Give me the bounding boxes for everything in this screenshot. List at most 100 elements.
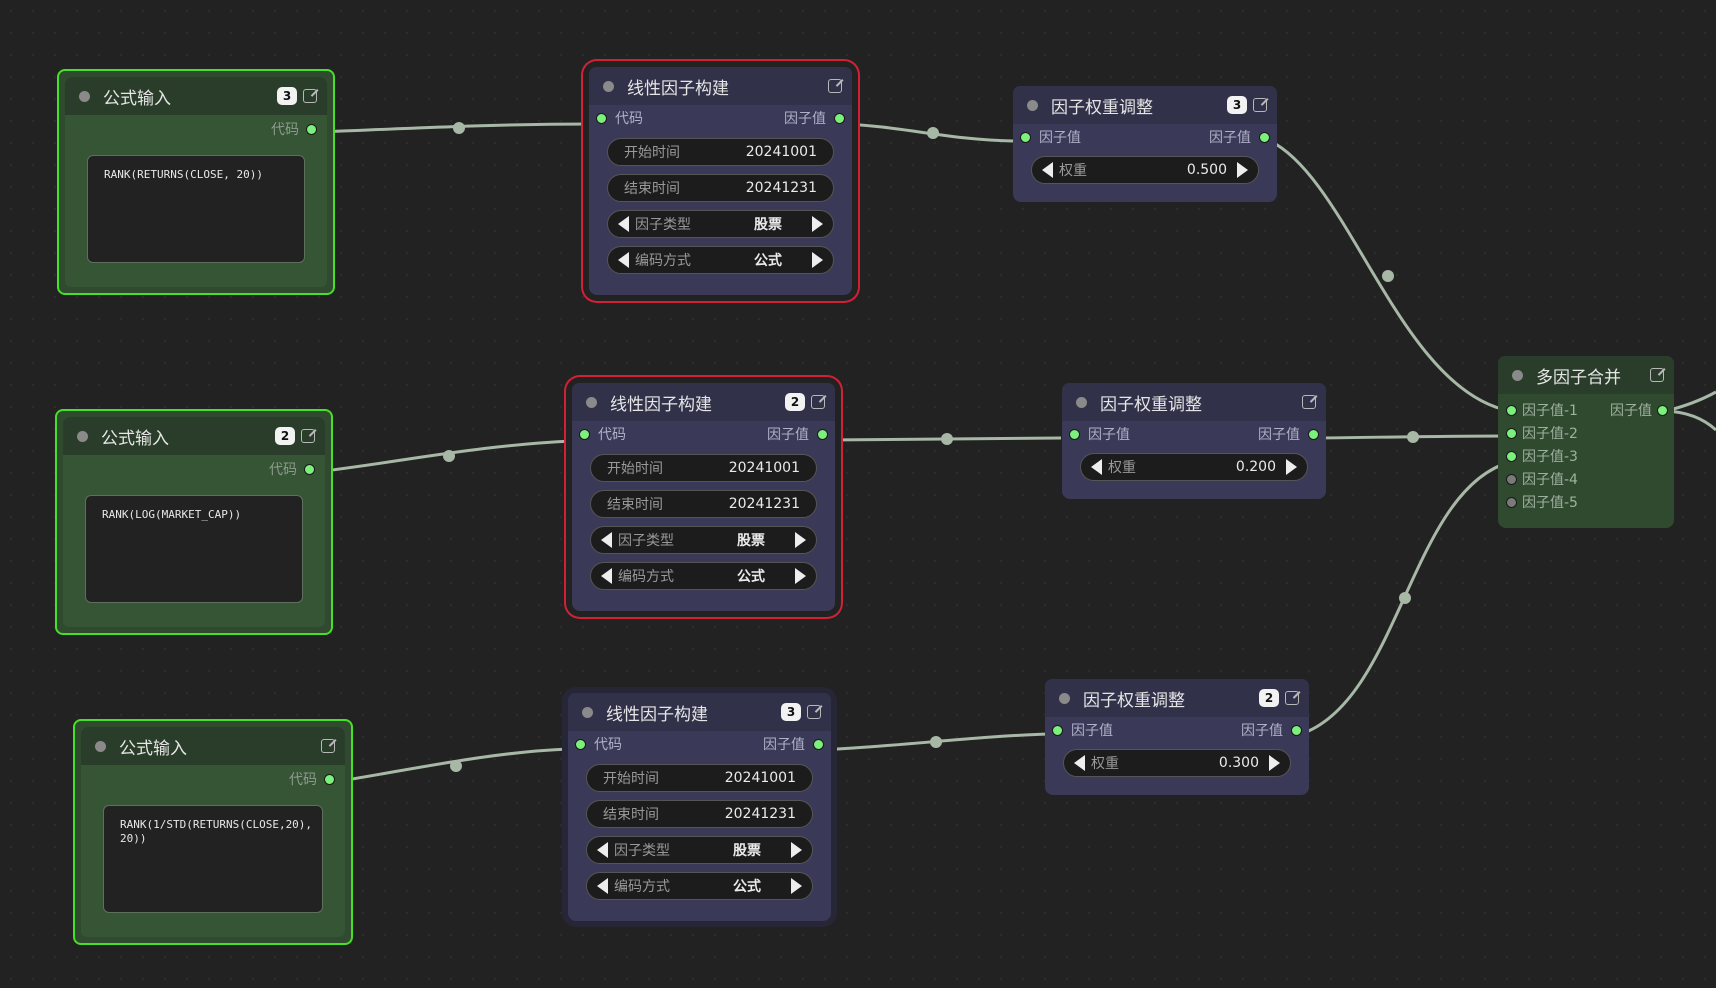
output-socket[interactable] xyxy=(1308,429,1319,440)
end-time-field[interactable]: 结束时间 20241231 xyxy=(590,490,817,518)
next-arrow-icon[interactable] xyxy=(795,568,806,584)
edit-icon[interactable] xyxy=(807,705,821,719)
start-time-field[interactable]: 开始时间 20241001 xyxy=(590,454,817,482)
encoding-combo[interactable]: 编码方式 公式 xyxy=(607,246,834,274)
end-time-field[interactable]: 结束时间 20241231 xyxy=(586,800,813,828)
linear-node-1[interactable]: 线性因子构建 代码 因子值 开始时间 20241001 结束时间 2024123… xyxy=(589,67,852,295)
output-socket[interactable] xyxy=(1259,132,1270,143)
edit-icon[interactable] xyxy=(303,89,317,103)
weight-node-1[interactable]: 因子权重调整 3 因子值 因子值 权重 0.500 xyxy=(1013,86,1277,202)
increment-arrow-icon[interactable] xyxy=(1286,459,1297,475)
collapse-dot-icon[interactable] xyxy=(95,740,106,752)
collapse-dot-icon[interactable] xyxy=(79,90,90,102)
formula-textarea[interactable]: RANK(LOG(MARKET_CAP)) xyxy=(85,495,303,603)
merge-node[interactable]: 多因子合并 因子值-1 因子值 因子值-2 因子值-3 因子值-4 因子值-5 xyxy=(1498,356,1674,528)
node-header[interactable]: 公式输入 xyxy=(81,727,345,765)
decrement-arrow-icon[interactable] xyxy=(1091,459,1102,475)
formula-textarea[interactable]: RANK(RETURNS(CLOSE, 20)) xyxy=(87,155,305,263)
input-socket[interactable] xyxy=(1069,429,1080,440)
start-time-field[interactable]: 开始时间 20241001 xyxy=(586,764,813,792)
weight-slider[interactable]: 权重 0.300 xyxy=(1063,749,1291,777)
input-socket-2[interactable] xyxy=(1506,427,1517,439)
prev-arrow-icon[interactable] xyxy=(597,878,608,894)
end-time-field[interactable]: 结束时间 20241231 xyxy=(607,174,834,202)
output-socket[interactable] xyxy=(306,124,317,135)
edit-icon[interactable] xyxy=(828,79,842,93)
collapse-dot-icon[interactable] xyxy=(582,706,593,718)
node-header[interactable]: 公式输入 2 xyxy=(63,417,325,455)
field-value: 0.500 xyxy=(1186,162,1227,178)
collapse-dot-icon[interactable] xyxy=(1076,396,1087,408)
input-socket[interactable] xyxy=(1052,725,1063,736)
node-header[interactable]: 因子权重调整 xyxy=(1062,383,1326,421)
edit-icon[interactable] xyxy=(1302,395,1316,409)
edit-icon[interactable] xyxy=(1285,691,1299,705)
prev-arrow-icon[interactable] xyxy=(618,216,629,232)
increment-arrow-icon[interactable] xyxy=(1269,755,1280,771)
decrement-arrow-icon[interactable] xyxy=(1042,162,1053,178)
weight-node-3[interactable]: 因子权重调整 2 因子值 因子值 权重 0.300 xyxy=(1045,679,1309,795)
linear-node-3[interactable]: 线性因子构建 3 代码 因子值 开始时间 20241001 结束时间 20241… xyxy=(568,693,831,921)
collapse-dot-icon[interactable] xyxy=(603,80,614,92)
encoding-combo[interactable]: 编码方式 公式 xyxy=(590,562,817,590)
output-socket[interactable] xyxy=(1291,725,1302,736)
input-socket-4[interactable] xyxy=(1506,473,1517,485)
output-socket[interactable] xyxy=(817,429,828,440)
input-socket-5[interactable] xyxy=(1506,496,1517,508)
factor-type-combo[interactable]: 因子类型 股票 xyxy=(590,526,817,554)
increment-arrow-icon[interactable] xyxy=(1237,162,1248,178)
factor-type-combo[interactable]: 因子类型 股票 xyxy=(607,210,834,238)
edit-icon[interactable] xyxy=(1650,368,1664,382)
output-socket[interactable] xyxy=(813,739,824,750)
next-arrow-icon[interactable] xyxy=(795,532,806,548)
input-socket[interactable] xyxy=(575,739,586,750)
formula-node-3[interactable]: 公式输入 代码 RANK(1/STD(RETURNS(CLOSE,20), 20… xyxy=(73,719,353,945)
link-linear3-weight3 xyxy=(821,732,1050,752)
collapse-dot-icon[interactable] xyxy=(77,430,88,442)
node-header[interactable]: 公式输入 3 xyxy=(65,77,327,115)
node-header[interactable]: 线性因子构建 3 xyxy=(568,693,831,731)
edit-icon[interactable] xyxy=(301,429,315,443)
edit-icon[interactable] xyxy=(811,395,825,409)
factor-type-combo[interactable]: 因子类型 股票 xyxy=(586,836,813,864)
edit-icon[interactable] xyxy=(1253,98,1267,112)
next-arrow-icon[interactable] xyxy=(791,878,802,894)
encoding-combo[interactable]: 编码方式 公式 xyxy=(586,872,813,900)
collapse-dot-icon[interactable] xyxy=(1059,692,1070,704)
input-socket-1[interactable] xyxy=(1506,404,1517,416)
node-header[interactable]: 多因子合并 xyxy=(1498,356,1674,394)
prev-arrow-icon[interactable] xyxy=(597,842,608,858)
node-header[interactable]: 因子权重调整 3 xyxy=(1013,86,1277,124)
prev-arrow-icon[interactable] xyxy=(618,252,629,268)
collapse-dot-icon[interactable] xyxy=(586,396,597,408)
input-socket-3[interactable] xyxy=(1506,450,1517,462)
formula-node-2[interactable]: 公式输入 2 代码 RANK(LOG(MARKET_CAP)) xyxy=(55,409,333,635)
prev-arrow-icon[interactable] xyxy=(601,532,612,548)
output-socket[interactable] xyxy=(324,774,335,785)
formula-node-1[interactable]: 公式输入 3 代码 RANK(RETURNS(CLOSE, 20)) xyxy=(57,69,335,295)
collapse-dot-icon[interactable] xyxy=(1027,99,1038,111)
next-arrow-icon[interactable] xyxy=(812,216,823,232)
decrement-arrow-icon[interactable] xyxy=(1074,755,1085,771)
input-label: 因子值 xyxy=(1071,723,1113,739)
node-header[interactable]: 因子权重调整 2 xyxy=(1045,679,1309,717)
output-socket[interactable] xyxy=(1657,404,1668,416)
collapse-dot-icon[interactable] xyxy=(1512,369,1523,381)
node-header[interactable]: 线性因子构建 xyxy=(589,67,852,105)
next-arrow-icon[interactable] xyxy=(791,842,802,858)
input-socket[interactable] xyxy=(1020,132,1031,143)
prev-arrow-icon[interactable] xyxy=(601,568,612,584)
input-socket[interactable] xyxy=(579,429,590,440)
next-arrow-icon[interactable] xyxy=(812,252,823,268)
output-socket[interactable] xyxy=(304,464,315,475)
start-time-field[interactable]: 开始时间 20241001 xyxy=(607,138,834,166)
node-header[interactable]: 线性因子构建 2 xyxy=(572,383,835,421)
linear-node-2[interactable]: 线性因子构建 2 代码 因子值 开始时间 20241001 结束时间 20241… xyxy=(572,383,835,611)
formula-textarea[interactable]: RANK(1/STD(RETURNS(CLOSE,20), 20)) xyxy=(103,805,323,913)
weight-slider[interactable]: 权重 0.200 xyxy=(1080,453,1308,481)
input-socket[interactable] xyxy=(596,113,607,124)
weight-slider[interactable]: 权重 0.500 xyxy=(1031,156,1259,184)
edit-icon[interactable] xyxy=(321,739,335,753)
weight-node-2[interactable]: 因子权重调整 因子值 因子值 权重 0.200 xyxy=(1062,383,1326,499)
output-socket[interactable] xyxy=(834,113,845,124)
